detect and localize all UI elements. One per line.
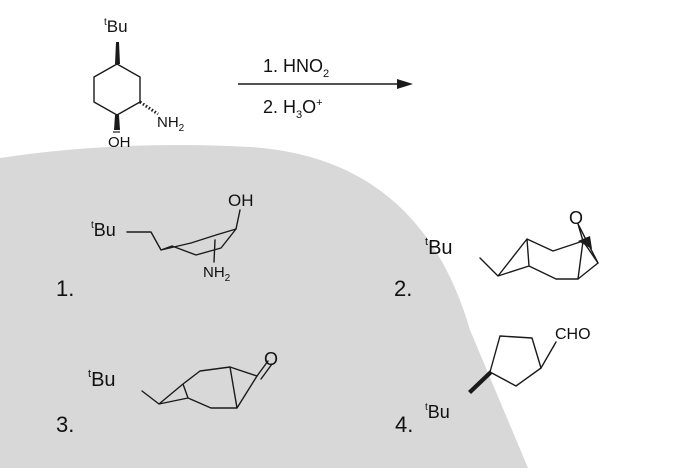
option-3-carbonyl-a bbox=[256, 360, 269, 377]
option-2-number: 2. bbox=[394, 276, 412, 301]
option-2-epoxide bbox=[577, 223, 599, 264]
option-4[interactable]: 4. CHO tBu bbox=[395, 326, 591, 437]
reactant-tbu-wedge bbox=[115, 42, 120, 64]
option-3-carbonyl-b bbox=[260, 363, 273, 380]
option-3-number: 3. bbox=[56, 412, 74, 437]
option-2-tbu: tBu bbox=[425, 236, 453, 259]
reactant-oh-label: OH bbox=[108, 134, 131, 151]
option-4-number: 4. bbox=[395, 412, 413, 437]
option-1-chair bbox=[126, 228, 237, 256]
option-3[interactable]: 3. tBu O bbox=[56, 349, 278, 437]
option-1-tbu: tBu bbox=[91, 220, 116, 240]
reactant-ring bbox=[93, 63, 141, 116]
shaded-background bbox=[0, 145, 528, 469]
reagent-step1: 1. HNO2 bbox=[263, 56, 329, 80]
option-4-tbu-wedge bbox=[468, 370, 492, 394]
option-1-nh2: NH2 bbox=[203, 264, 231, 284]
reagent-step2: 2. H3O+ bbox=[263, 97, 323, 121]
reactant-oh-wedge bbox=[114, 115, 120, 130]
option-4-cho-bond bbox=[540, 341, 557, 369]
reaction-arrow: 1. HNO2 2. H3O+ bbox=[238, 56, 413, 121]
option-2-o: O bbox=[569, 208, 583, 228]
reactant-nh2-hash bbox=[139, 100, 159, 116]
option-2-epoxide-wedge bbox=[578, 236, 592, 249]
option-2[interactable]: 2. tBu O bbox=[394, 208, 599, 301]
reactant-tbu-label: tBu bbox=[104, 17, 128, 36]
option-2-chair bbox=[479, 238, 599, 280]
option-1[interactable]: 1. tBu OH NH2 bbox=[56, 191, 254, 301]
option-3-o: O bbox=[264, 349, 278, 369]
option-1-oh: OH bbox=[228, 191, 254, 210]
option-4-cho: CHO bbox=[555, 326, 591, 343]
option-1-number: 1. bbox=[56, 276, 74, 301]
option-1-nh2-bond bbox=[213, 239, 216, 263]
option-1-oh-bond bbox=[235, 209, 241, 230]
option-3-tbu: tBu bbox=[88, 368, 116, 391]
arrow-head bbox=[397, 79, 413, 89]
option-3-chair bbox=[141, 366, 258, 409]
option-4-ring bbox=[489, 335, 542, 387]
reactant-nh2-label: NH2 bbox=[157, 114, 185, 134]
reactant-molecule: tBu OH NH2 bbox=[93, 17, 185, 151]
option-4-tbu: tBu bbox=[425, 402, 450, 422]
